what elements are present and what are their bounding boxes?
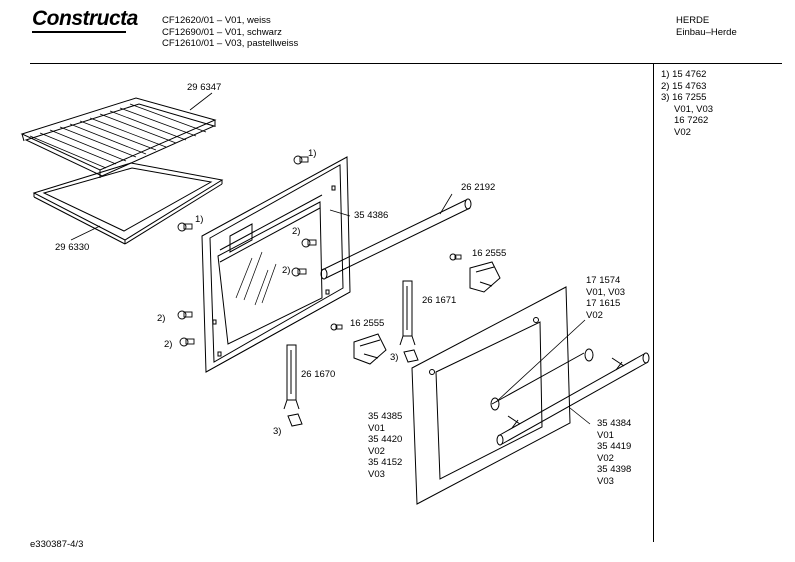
callout-2-upper: 2) bbox=[292, 226, 301, 237]
brand-logo: Constructa bbox=[32, 7, 138, 30]
handle-code-5: 35 4398 bbox=[597, 464, 632, 475]
model-line-1: CF12620/01 – V01, weiss bbox=[162, 15, 271, 26]
legend-entry-5: 16 7262 bbox=[674, 115, 709, 126]
door-handle bbox=[496, 352, 650, 446]
door-code-5: 35 4152 bbox=[368, 457, 403, 468]
screws bbox=[177, 155, 462, 347]
legend-entry-2: 2) 15 4763 bbox=[661, 80, 707, 92]
handle-code-1: 35 4384 bbox=[597, 418, 632, 429]
label-group-171574: 17 1574 V01, V03 17 1615 V02 bbox=[586, 275, 625, 321]
label-part-261670: 26 1670 bbox=[301, 369, 336, 380]
wire-rack bbox=[20, 97, 217, 178]
callout-3-left: 3) bbox=[273, 426, 282, 437]
clip-261670 bbox=[283, 344, 303, 427]
logo-underline bbox=[32, 31, 126, 33]
legend-entry-4: V01, V03 bbox=[674, 103, 714, 115]
hinge-upper bbox=[469, 261, 501, 293]
label-group-door-codes: 35 4385 V01 35 4420 V02 35 4152 V03 bbox=[368, 411, 402, 480]
rod-262192 bbox=[320, 198, 472, 280]
outer-door bbox=[411, 286, 594, 505]
model-list: CF12620/01 – V01, weiss CF12690/01 – V01… bbox=[162, 15, 298, 50]
door-code-6: V03 bbox=[368, 468, 385, 480]
model-line-3: CF12610/01 – V03, pastellweiss bbox=[162, 38, 299, 49]
callout-2-mid: 2) bbox=[282, 265, 291, 276]
clip-261671 bbox=[399, 280, 419, 363]
door-code-1: 35 4385 bbox=[368, 411, 403, 422]
document-id: e330387-4/3 bbox=[30, 539, 84, 550]
leader-lines bbox=[70, 92, 591, 425]
subcategory-label: Einbau–Herde bbox=[676, 27, 737, 38]
legend-list: 1) 15 4762 2) 15 4763 3) 16 7255 V01, V0… bbox=[661, 69, 713, 138]
label-part-296347: 29 6347 bbox=[187, 82, 222, 93]
inner-door-frame bbox=[201, 156, 351, 373]
baking-tray bbox=[32, 162, 224, 245]
label-group-handle-codes: 35 4384 V01 35 4419 V02 35 4398 V03 bbox=[597, 418, 631, 487]
handle-code-4: V02 bbox=[597, 452, 614, 464]
label-part-296330: 29 6330 bbox=[55, 242, 90, 253]
door-code-2: V01 bbox=[368, 422, 385, 434]
hinge-lower bbox=[353, 333, 387, 365]
label-part-354386: 35 4386 bbox=[354, 210, 389, 221]
label-part-171574: 17 1574 bbox=[586, 275, 621, 286]
legend-entry-6: V02 bbox=[674, 126, 691, 138]
handle-code-3: 35 4419 bbox=[597, 441, 632, 452]
handle-code-2: V01 bbox=[597, 429, 614, 441]
door-code-4: V02 bbox=[368, 445, 385, 457]
door-code-3: 35 4420 bbox=[368, 434, 403, 445]
label-part-171574-variant: V01, V03 bbox=[586, 286, 626, 298]
label-part-171615: 17 1615 bbox=[586, 298, 621, 309]
header-divider bbox=[30, 63, 782, 64]
label-part-162555-lower: 16 2555 bbox=[350, 318, 385, 329]
label-part-262192: 26 2192 bbox=[461, 182, 496, 193]
label-part-261671: 26 1671 bbox=[422, 295, 457, 306]
label-part-162555-upper: 16 2555 bbox=[472, 248, 507, 259]
callout-1-left: 1) bbox=[195, 214, 204, 225]
callout-3-right: 3) bbox=[390, 352, 399, 363]
legend-entry-1: 1) 15 4762 bbox=[661, 69, 707, 80]
category-label: HERDE bbox=[676, 15, 710, 26]
handle-code-6: V03 bbox=[597, 475, 614, 487]
callout-1-top: 1) bbox=[308, 148, 317, 159]
model-line-2: CF12690/01 – V01, schwarz bbox=[162, 26, 282, 38]
label-part-171615-variant: V02 bbox=[586, 309, 603, 321]
callout-2-left-b: 2) bbox=[164, 339, 173, 350]
callout-2-left-a: 2) bbox=[157, 313, 166, 324]
legend-entry-3: 3) 16 7255 bbox=[661, 92, 707, 103]
legend-divider bbox=[653, 64, 654, 542]
